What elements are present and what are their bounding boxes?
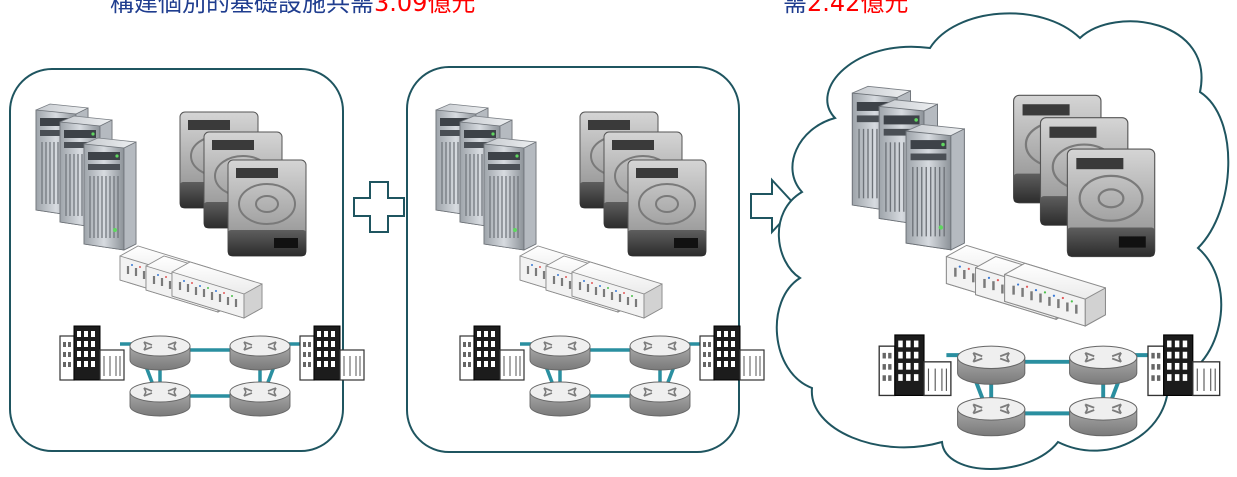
right-caption: 需2.42億元 xyxy=(783,0,908,15)
left-caption: 構建個別的基礎設施共需3.09億元 xyxy=(110,0,475,15)
left-caption-prefix: 構建個別的基礎設施共需 xyxy=(110,0,374,17)
plus-icon xyxy=(353,181,405,233)
right-caption-value: 2.42億元 xyxy=(807,0,909,17)
left-caption-value: 3.09億元 xyxy=(374,0,476,17)
right-caption-prefix: 需 xyxy=(783,0,807,17)
